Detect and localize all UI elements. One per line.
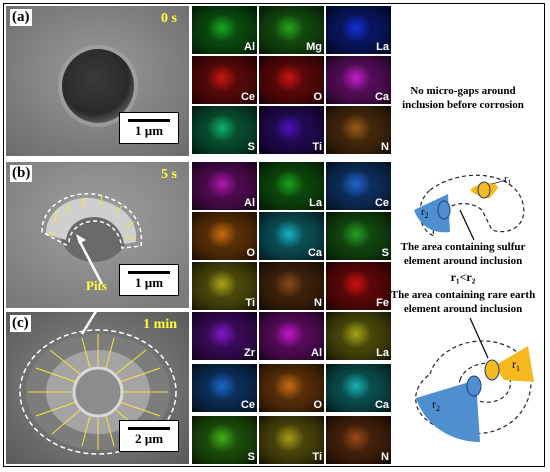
element-map-c-o: O — [259, 364, 325, 412]
element-label: Ca — [374, 399, 389, 411]
label-r1-b: r1 — [504, 173, 512, 187]
element-label: S — [247, 451, 255, 463]
element-label: Ti — [312, 451, 322, 463]
element-label: S — [247, 141, 255, 153]
element-label: N — [381, 451, 389, 463]
element-map-a-ca: Ca — [326, 56, 392, 104]
element-map-b-s: S — [326, 212, 392, 260]
element-map-a-la: La — [326, 6, 392, 54]
element-map-c-s: S — [192, 416, 258, 464]
note-sulfur-line1: The area containing sulfur — [400, 241, 526, 253]
element-map-c-al: Al — [259, 312, 325, 360]
element-map-b-fe: Fe — [326, 262, 392, 310]
element-label: Ce — [240, 399, 255, 411]
element-label: La — [376, 41, 389, 53]
note-no-microgaps: No micro-gaps around inclusion before co… — [388, 84, 538, 112]
element-label: Al — [311, 347, 322, 359]
element-map-a-o: O — [259, 56, 325, 104]
note-sulfur-area: The area containing sulfur element aroun… — [388, 240, 538, 268]
sem-panel-c: (c) 1 min 2 µm — [6, 312, 189, 464]
note-rare-earth-area: The area containing rare earth element a… — [388, 288, 538, 316]
element-map-c-ca: Ca — [326, 364, 392, 412]
scale-label-a: 1 µm — [134, 123, 164, 138]
element-label: Ti — [312, 141, 322, 153]
time-label-c: 1 min — [143, 317, 177, 332]
element-map-b-ce: Ce — [326, 162, 392, 210]
element-label: Mg — [306, 41, 322, 53]
element-map-c-ti: Ti — [259, 416, 325, 464]
element-label: Ca — [307, 247, 322, 259]
element-label: N — [381, 141, 389, 153]
element-map-c-la: La — [326, 312, 392, 360]
element-label: O — [313, 91, 322, 103]
element-map-b-al: Al — [192, 162, 258, 210]
scale-label-b: 1 µm — [134, 275, 164, 290]
scale-bar-a: 1 µm — [119, 112, 179, 144]
element-map-b-n: N — [259, 262, 325, 310]
element-map-b-o: O — [192, 212, 258, 260]
element-label: Ce — [240, 91, 255, 103]
element-map-a-mg: Mg — [259, 6, 325, 54]
note-relation: r₁<r₂ — [450, 270, 476, 284]
note-rare-line1: The area containing rare earth — [390, 289, 536, 301]
element-label: Ce — [374, 197, 389, 209]
scale-label-c: 2 µm — [134, 431, 164, 446]
time-label-a: 0 s — [161, 11, 177, 26]
element-label: Al — [244, 41, 255, 53]
note-sulfur-line2: element around inclusion — [403, 255, 523, 267]
element-label: Ti — [245, 297, 255, 309]
element-label: N — [314, 297, 322, 309]
panel-label-b: (b) — [10, 165, 33, 182]
element-label: S — [381, 247, 389, 259]
element-map-c-n: N — [326, 416, 392, 464]
element-map-b-la: La — [259, 162, 325, 210]
element-label: O — [313, 399, 322, 411]
note-a-line2: inclusion before corrosion — [402, 99, 524, 111]
label-r1-c: r1 — [512, 357, 520, 373]
element-label: Al — [244, 197, 255, 209]
element-map-a-ce: Ce — [192, 56, 258, 104]
label-r2-b: r2 — [421, 206, 429, 220]
label-r2-c: r2 — [432, 397, 440, 413]
element-map-a-s: S — [192, 106, 258, 154]
figure-frame — [3, 3, 545, 467]
scale-bar-c: 2 µm — [119, 420, 179, 452]
scale-bar-b: 1 µm — [119, 264, 179, 296]
element-label: Ca — [374, 91, 389, 103]
element-label: La — [309, 197, 322, 209]
element-map-c-zr: Zr — [192, 312, 258, 360]
element-label: La — [376, 347, 389, 359]
sem-panel-b: (b) 5 s Pits 1 µm — [6, 162, 189, 308]
element-map-a-al: Al — [192, 6, 258, 54]
note-a-line1: No micro-gaps around — [410, 85, 516, 97]
element-map-b-ca: Ca — [259, 212, 325, 260]
panel-label-c: (c) — [10, 315, 31, 332]
element-label: O — [246, 247, 255, 259]
schematic-b: r2 r1 — [414, 173, 525, 240]
element-map-a-ti: Ti — [259, 106, 325, 154]
time-label-b: 5 s — [161, 167, 177, 182]
element-label: Zr — [244, 347, 255, 359]
sem-panel-a: (a) 0 s 1 µm — [6, 6, 189, 156]
element-label: Fe — [376, 297, 389, 309]
panel-label-a: (a) — [10, 9, 32, 26]
note-rare-line2: element around inclusion — [403, 303, 523, 315]
element-map-c-ce: Ce — [192, 364, 258, 412]
pits-label: Pits — [86, 278, 107, 293]
element-map-b-ti: Ti — [192, 262, 258, 310]
schematic-c: r2 r1 — [415, 318, 534, 442]
element-map-a-n: N — [326, 106, 392, 154]
